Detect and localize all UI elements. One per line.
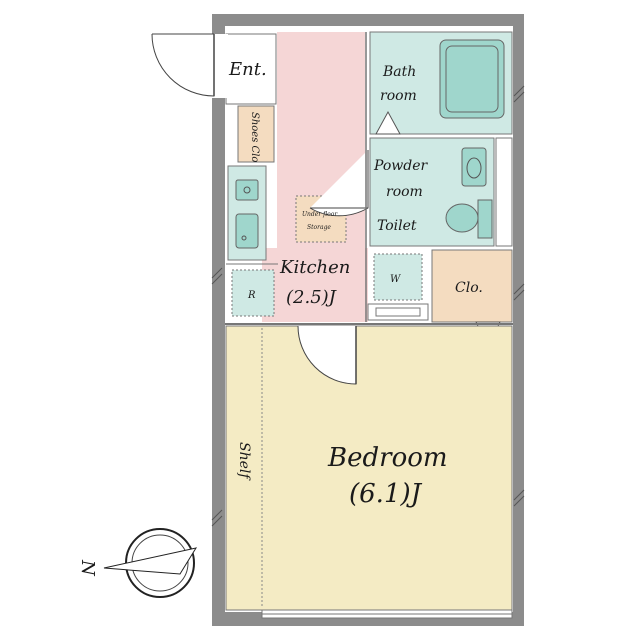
entrance-floor xyxy=(225,33,277,105)
bath-door-arrow xyxy=(375,110,401,135)
washbasin-icon xyxy=(461,147,487,187)
stove-icon xyxy=(235,179,259,201)
kitchen-label-2: (2.5)J xyxy=(286,287,338,308)
window-left xyxy=(211,267,223,527)
bedroom-label-1: Bedroom xyxy=(327,443,448,473)
window-right xyxy=(513,85,525,507)
shoes-closet xyxy=(237,105,275,163)
closet-label: Clo. xyxy=(455,280,483,296)
washer-label: W xyxy=(390,274,401,285)
entrance-door-swing xyxy=(151,33,215,97)
bedroom-door-swing xyxy=(297,325,357,385)
kitchen-lower-area xyxy=(262,248,368,322)
underfloor-label-2: Storage xyxy=(307,224,331,231)
shelf-label: Shelf xyxy=(236,442,252,481)
underfloor-label-1: Under floor xyxy=(302,211,338,218)
bedroom-label-2: (6.1)J xyxy=(349,479,423,509)
shoes-closet-label: Shoes Clo xyxy=(249,112,260,162)
sink-icon xyxy=(235,213,259,249)
compass-rose-icon xyxy=(103,528,198,598)
kitchen-label-1: Kitchen xyxy=(279,257,350,278)
refrigerator-space xyxy=(231,269,275,317)
washer-space xyxy=(373,253,423,301)
powder-room-label-1: Powder xyxy=(373,158,429,174)
entrance-label: Ent. xyxy=(228,59,267,80)
toilet-label: Toilet xyxy=(377,218,417,234)
refrigerator-label: R xyxy=(247,290,256,301)
bath-room-label-1: Bath xyxy=(382,64,416,80)
bedroom xyxy=(225,325,513,611)
toilet-icon xyxy=(477,199,493,239)
north-label: N xyxy=(77,559,98,577)
powder-room-label-2: room xyxy=(386,184,423,200)
closet xyxy=(431,249,513,323)
entrance-door-gap xyxy=(210,34,228,98)
bath-room-label-2: room xyxy=(380,88,417,104)
bathtub-icon xyxy=(439,39,505,119)
